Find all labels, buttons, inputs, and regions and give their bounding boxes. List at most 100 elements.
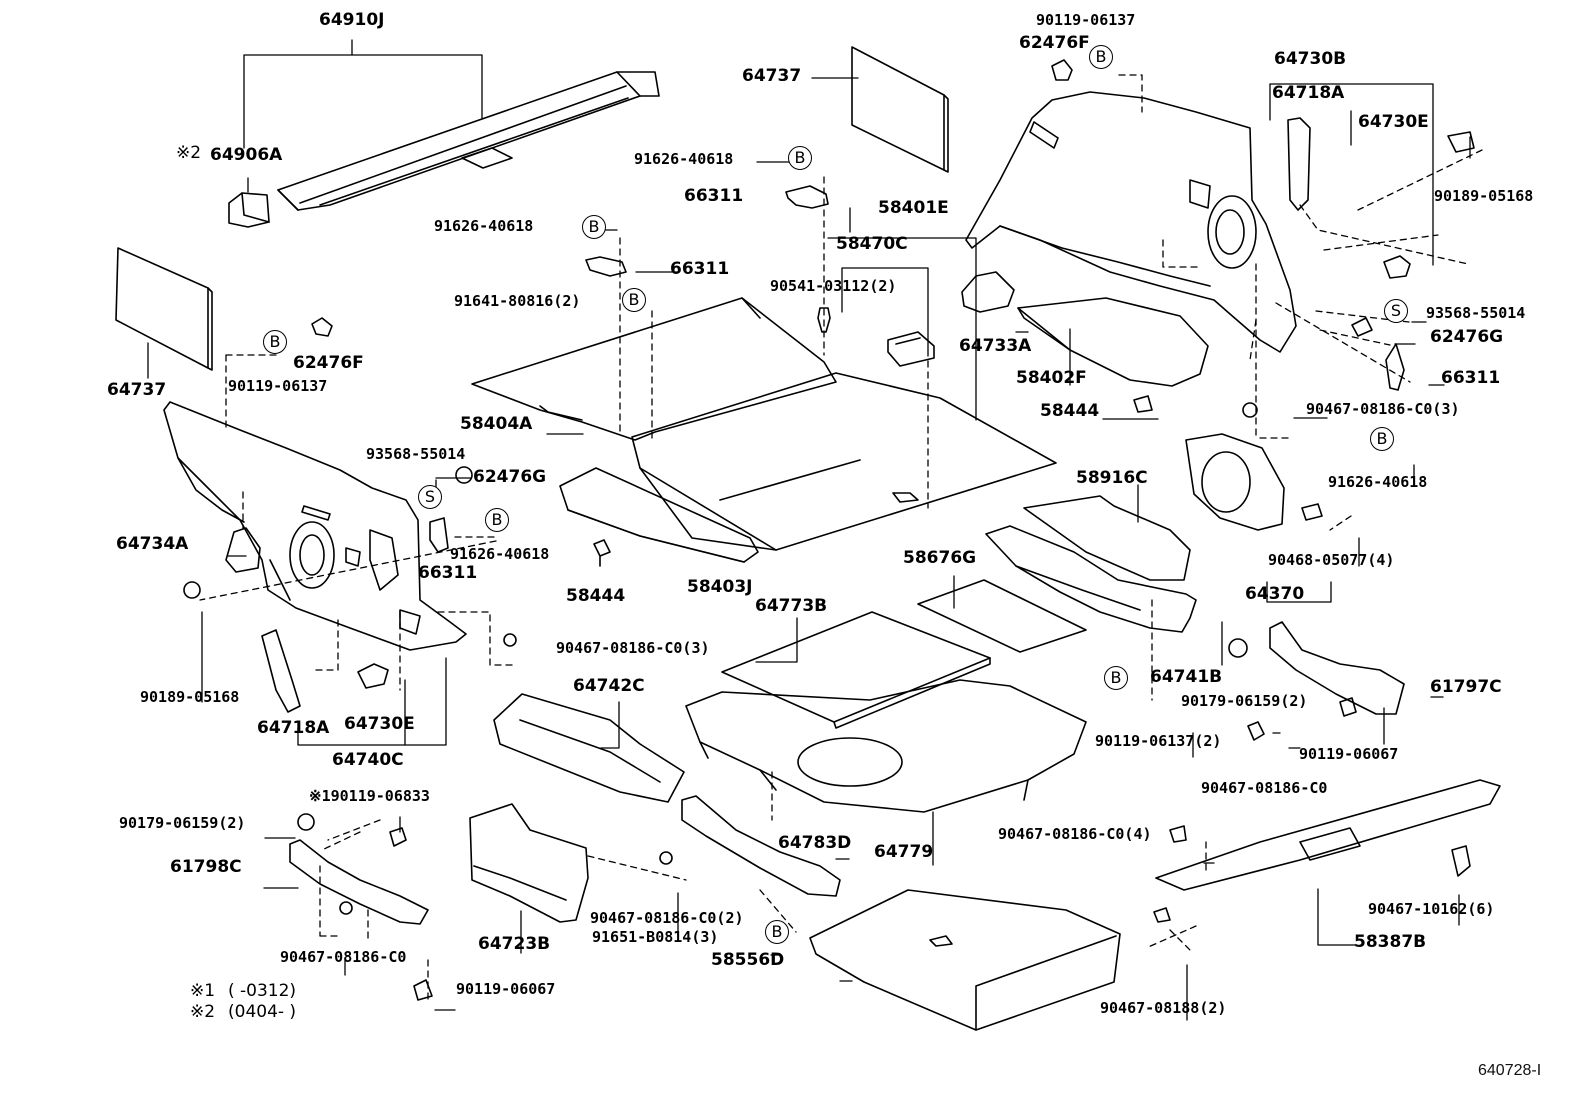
part-label-90189-05168-left: 90189-05168 [140, 688, 240, 706]
part-label-58916C: 58916C [1076, 468, 1148, 488]
mat-58556D [809, 889, 1121, 1031]
bracket-64783D [681, 795, 841, 897]
part-label-58676G: 58676G [903, 548, 977, 568]
part-label-58401E: 58401E [878, 198, 949, 218]
callout-b: B [582, 215, 606, 239]
part-label-58387B: 58387B [1354, 932, 1427, 952]
clip-90467-08186-right [1242, 402, 1258, 418]
clip-90467-08186-C0-4 [1169, 825, 1187, 843]
speaker-grille-64370 [1185, 433, 1285, 531]
part-label-64730B: 64730B [1274, 49, 1347, 69]
part-label-58444-center: 58444 [566, 586, 626, 606]
storage-box-64742C [493, 693, 685, 803]
part-label-64734A: 64734A [116, 534, 189, 554]
part-label-91626-40618-c: 91626-40618 [450, 545, 550, 563]
note-2-marker: ※2 [190, 1002, 216, 1022]
grommet-62476G-left [455, 466, 473, 484]
part-label-64906A: 64906A [210, 145, 283, 165]
part-label-90179-06159-right: 90179-06159(2) [1181, 692, 1308, 710]
clip-64730E-left [357, 663, 389, 689]
part-label-90467-08186-C0-3-left: 90467-08186-C0(3) [556, 639, 710, 657]
part-label-90467-08186-C0-2: 90467-08186-C0(2) [590, 909, 744, 927]
callout-b: B [1104, 666, 1128, 690]
note-1-marker: ※1 [190, 981, 216, 1001]
box-64723B [469, 803, 589, 923]
part-label-64910J: 64910J [319, 10, 385, 30]
end-cap-64906A [228, 192, 270, 228]
clip-90467-08186-C0-3 [503, 633, 517, 647]
part-label-64779: 64779 [874, 842, 934, 862]
part-label-90467-08186-C0-right: 90467-08186-C0 [1201, 779, 1328, 797]
callout-s: S [418, 485, 442, 509]
scuff-plate-58387B [1155, 779, 1501, 891]
part-label-64773B: 64773B [755, 596, 828, 616]
part-label-64783D: 64783D [778, 833, 852, 853]
part-label-64718A-right: 64718A [1272, 83, 1345, 103]
part-label-90467-10162: 90467-10162(6) [1368, 900, 1495, 918]
clip-90467-08186-C0-2 [659, 851, 673, 865]
part-label-58402F: 58402F [1016, 368, 1087, 388]
part-label-58444-right: 58444 [1040, 401, 1100, 421]
grommet-62476F-right [1051, 59, 1073, 81]
part-label-66311-right: 66311 [1441, 368, 1501, 388]
part-label-58470C: 58470C [836, 234, 908, 254]
note-1-text: ( -0312) [228, 981, 297, 1001]
tray-58403J [559, 467, 759, 563]
part-label-64737-left: 64737 [107, 380, 167, 400]
callout-b: B [263, 330, 287, 354]
trim-side-right-64730B [965, 91, 1297, 353]
part-label-58556D: 58556D [711, 950, 785, 970]
part-label-64737-right: 64737 [742, 66, 802, 86]
part-label-90119-06137-top: 90119-06137 [1036, 11, 1136, 29]
callout-b: B [1370, 427, 1394, 451]
part-label-90119-06137-left: 90119-06137 [228, 377, 328, 395]
hook-66311-center-upper [785, 185, 829, 209]
part-label-90468-05077: 90468-05077(4) [1268, 551, 1395, 569]
part-label-58404A: 58404A [460, 414, 533, 434]
part-label-64741B: 64741B [1150, 667, 1223, 687]
deck-board-58404A [471, 297, 837, 441]
part-label-61797C: 61797C [1430, 677, 1502, 697]
part-label-90467-08186-C0-left: 90467-08186-C0 [280, 948, 407, 966]
callout-b: B [622, 288, 646, 312]
note-2-text: (0404- ) [228, 1002, 297, 1022]
part-label-61798C: 61798C [170, 857, 242, 877]
hook-66311-right [1385, 343, 1405, 391]
bolt-190119-06833 [389, 827, 407, 847]
clip-90467-10162 [1451, 845, 1471, 877]
part-label-91651-B0814: 91651-B0814(3) [592, 928, 719, 946]
tonneau-cover-64910J [277, 71, 660, 211]
screw-58444-center [593, 539, 611, 567]
part-label-62476F-top: 62476F [1019, 33, 1090, 53]
bolt-90119-06067-left [413, 979, 433, 1001]
part-label-90119-06067-left: 90119-06067 [456, 980, 556, 998]
clip-90189-05168-right [1447, 131, 1475, 153]
part-label-66311-top: 66311 [684, 186, 744, 206]
mat-58676G [917, 579, 1087, 653]
part-label-66311-left: 66311 [418, 563, 478, 583]
part-label-90467-08188: 90467-08188(2) [1100, 999, 1227, 1017]
cover-panel-64737-left [115, 247, 213, 371]
clip-90541-03112 [817, 307, 831, 333]
part-label-64742C: 64742C [573, 676, 645, 696]
part-label-58403J: 58403J [687, 577, 753, 597]
part-label-64723B: 64723B [478, 934, 551, 954]
bracket-61798C [289, 839, 429, 925]
part-label-91626-40618-d: 91626-40618 [1328, 473, 1428, 491]
part-label-90179-06159-left: 90179-06159(2) [119, 814, 246, 832]
clip-90179-06159-right [1228, 638, 1248, 658]
bracket-90468-05077 [1301, 503, 1323, 521]
part-label-91626-40618-b: 91626-40618 [434, 217, 534, 235]
note-marker-2: ※2 [176, 143, 202, 163]
spare-tire-tray-64779 [685, 679, 1087, 813]
part-label-64718A-left: 64718A [257, 718, 330, 738]
part-label-64733A: 64733A [959, 336, 1032, 356]
trim-64718A-right [1287, 117, 1311, 211]
callout-s: S [1384, 299, 1408, 323]
deck-floor-58401E [631, 372, 1057, 551]
part-label-62476G-left: 62476G [473, 467, 547, 487]
part-label-93568-55014-right: 93568-55014 [1426, 304, 1526, 322]
part-label-64740C: 64740C [332, 750, 404, 770]
part-label-93568-55014-left: 93568-55014 [366, 445, 466, 463]
part-label-90119-06067-right: 90119-06067 [1299, 745, 1399, 763]
